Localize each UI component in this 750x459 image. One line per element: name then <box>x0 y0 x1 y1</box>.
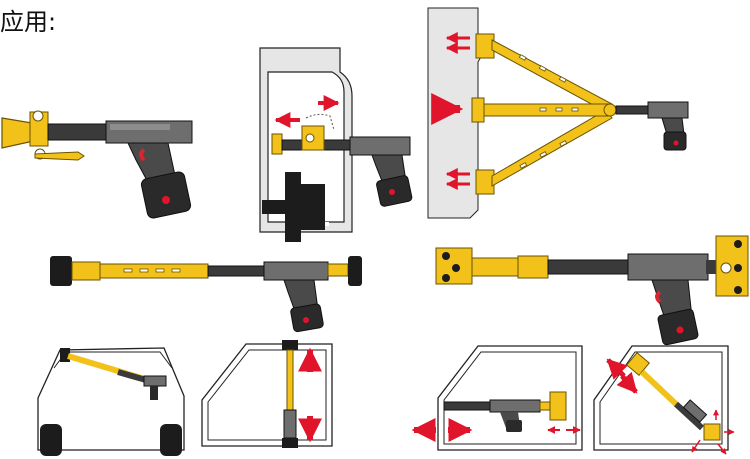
yellow-extension-arm <box>99 263 209 279</box>
scene-panel-pull <box>259 47 413 242</box>
rubber-pad <box>50 256 72 286</box>
scene-clamp-head-spreader <box>435 235 749 346</box>
door-frame-outline <box>437 345 583 451</box>
scene-car-front <box>37 347 185 456</box>
battery-icon <box>657 308 699 346</box>
scene-door-horizontal <box>411 345 583 451</box>
clamp-head-icon <box>715 235 749 297</box>
yellow-extension-arm <box>491 39 613 113</box>
door-frame-outline <box>593 345 729 451</box>
scene-door-diagonal <box>593 345 735 455</box>
scene-door-vertical <box>201 340 333 448</box>
yellow-extension-arm <box>491 109 613 187</box>
page-title: 应用: <box>0 8 57 36</box>
red-push-arrow <box>606 358 628 380</box>
scene-double-pad-spreader <box>50 256 362 333</box>
battery-icon <box>140 171 192 219</box>
rubber-pad <box>348 256 362 286</box>
yellow-extension-arm <box>483 103 611 117</box>
scene-triangle-spreader <box>427 7 689 219</box>
car-front-outline <box>37 347 185 451</box>
yellow-extension-arm <box>517 255 549 279</box>
scene-cup-head-spreader <box>1 110 193 219</box>
